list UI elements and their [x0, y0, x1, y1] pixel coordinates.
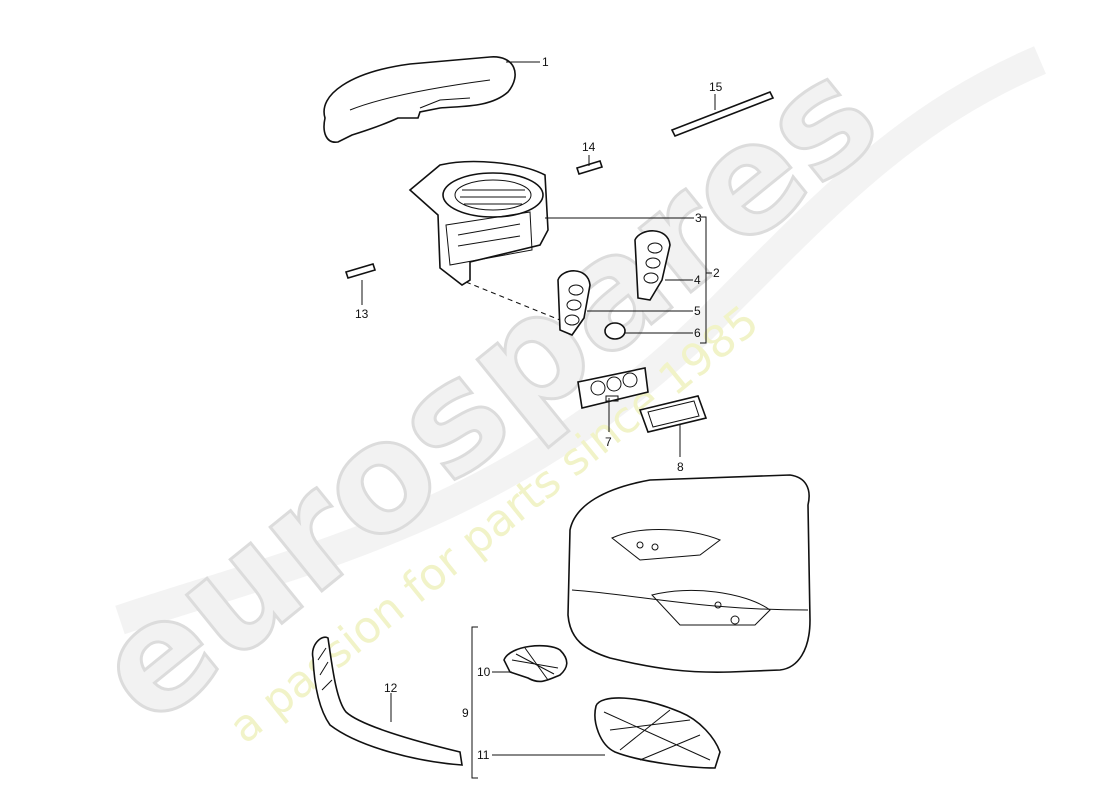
callout-8: 8	[677, 460, 684, 474]
part-3-vent-housing	[408, 160, 549, 286]
callout-10: 10	[477, 665, 491, 679]
callout-4: 4	[694, 273, 701, 287]
part-15-rod	[670, 90, 775, 138]
callout-9: 9	[462, 706, 469, 720]
callout-2: 2	[713, 266, 720, 280]
part-4-vent-trim	[634, 230, 671, 301]
callout-15: 15	[709, 80, 723, 94]
part-6-button	[604, 322, 626, 340]
part-13-pin	[344, 263, 377, 279]
callout-3: 3	[695, 211, 702, 225]
part-11-door-pocket	[594, 697, 721, 769]
part-10-handle-cover	[503, 644, 568, 683]
callout-14: 14	[582, 140, 596, 154]
part-1-armrest-cover	[323, 56, 516, 143]
part-8-frame	[638, 395, 708, 433]
callout-6: 6	[694, 326, 701, 340]
callout-12: 12	[384, 681, 398, 695]
callout-5: 5	[694, 304, 701, 318]
door-panel	[567, 474, 811, 673]
part-12-grab-handle	[311, 636, 463, 766]
part-5-vent-trim	[557, 270, 591, 336]
callout-11: 11	[477, 748, 490, 762]
callout-13: 13	[355, 307, 369, 321]
callout-7: 7	[605, 435, 612, 449]
part-14-pin	[575, 160, 604, 175]
callout-1: 1	[542, 55, 549, 69]
part-7-control-panel	[577, 367, 649, 409]
